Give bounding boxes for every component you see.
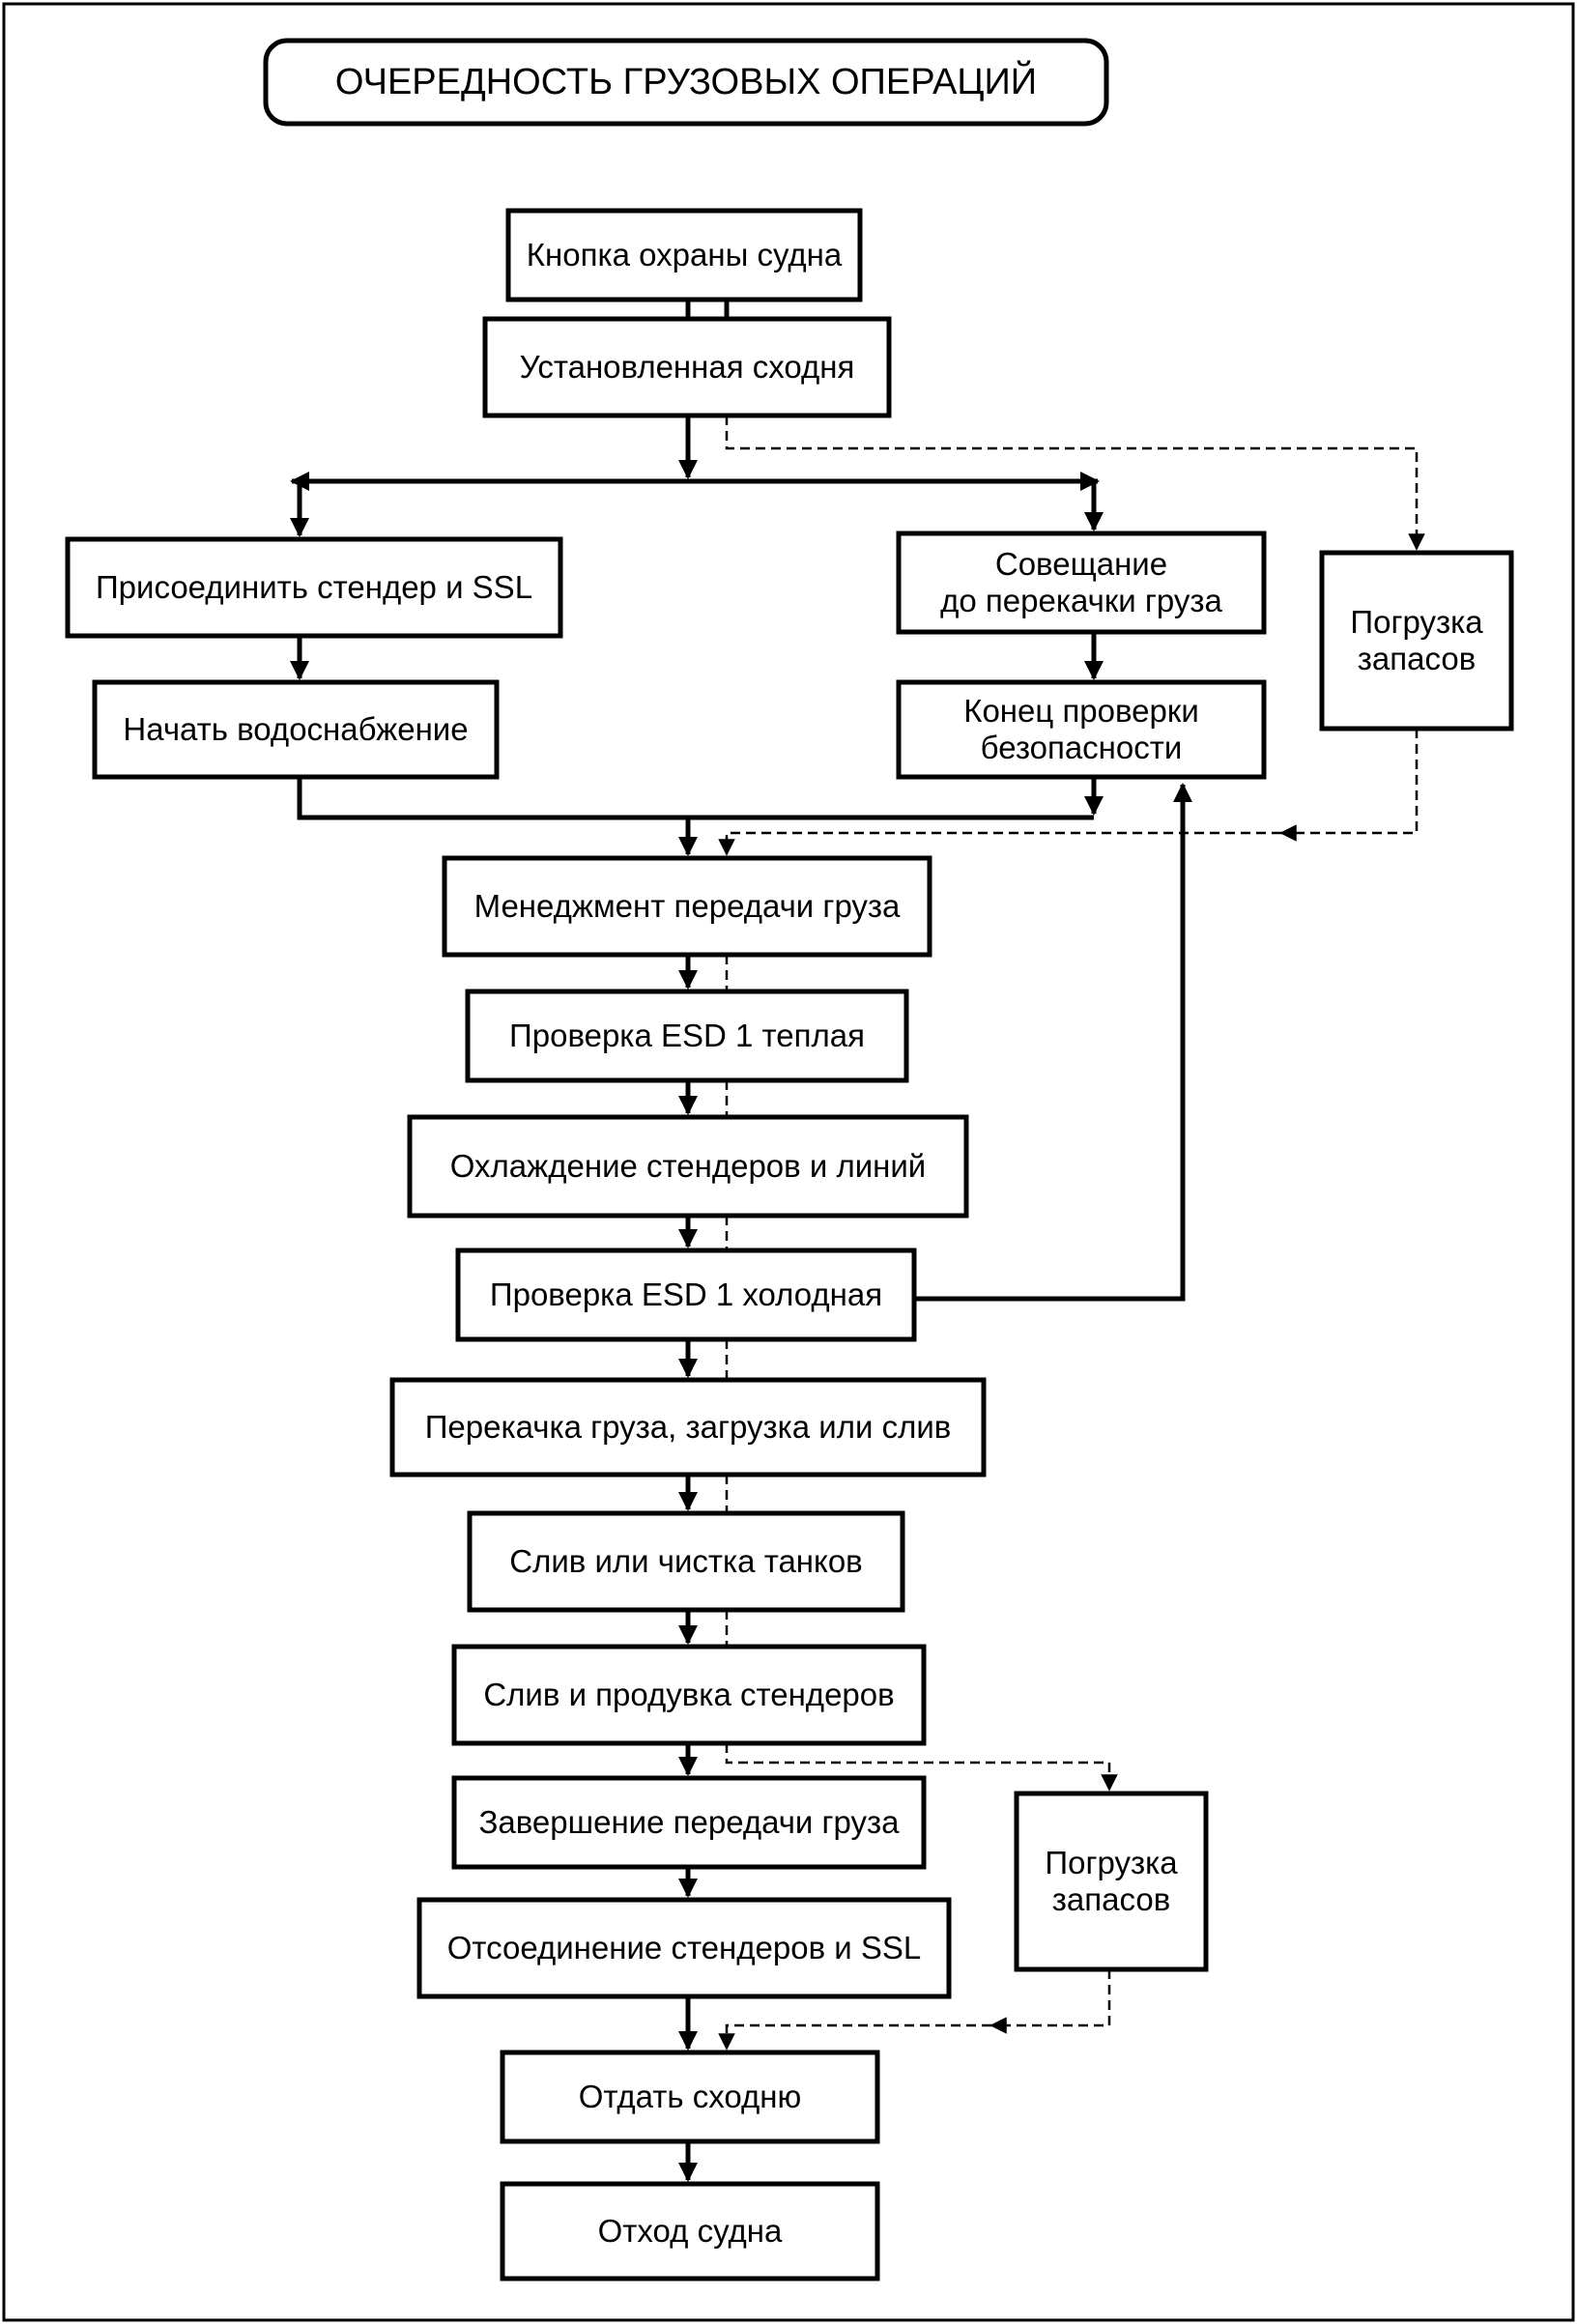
arrow-cold-feedback-to-safety <box>914 783 1192 1302</box>
box-drain-purge-arms <box>451 1644 927 1746</box>
box-cargo-transfer-management <box>442 855 932 958</box>
box-disconnect-arms-ssl <box>416 1897 952 1999</box>
box-ship-security-button <box>505 208 863 302</box>
box-cargo-transfer-complete <box>451 1775 927 1870</box>
merge-left-branch <box>297 777 688 820</box>
box-stores-loading-top <box>1319 550 1514 732</box>
dashed-merge-to-management <box>718 831 1281 856</box>
dashed-purge-to-stores-bottom <box>725 1743 1118 1792</box>
box-esd1-warm-check <box>465 989 909 1083</box>
title-box <box>263 38 1109 127</box>
box-ship-departure <box>500 2181 880 2281</box>
box-start-water-supply <box>92 679 500 780</box>
box-esd1-cold-check <box>455 1248 917 1342</box>
box-pre-transfer-meeting <box>896 531 1267 635</box>
dashed-gangway-to-stores-top <box>725 416 1425 551</box>
box-cargo-transfer-load-discharge <box>389 1377 987 1478</box>
box-remove-gangway <box>500 2050 880 2144</box>
box-drain-or-tank-cleaning <box>467 1510 905 1613</box>
dashed-stores-top-return <box>1279 729 1419 842</box>
box-cooling-arms-lines <box>407 1114 969 1219</box>
dashed-merge-to-remove-gangway <box>718 2023 991 2051</box>
box-gangway-installed <box>482 316 892 418</box>
box-safety-check-end <box>896 679 1267 780</box>
dashed-stores-bottom-return <box>989 1969 1111 2034</box>
box-connect-arm-ssl <box>65 536 563 639</box>
box-stores-loading-bottom <box>1014 1791 1209 1972</box>
